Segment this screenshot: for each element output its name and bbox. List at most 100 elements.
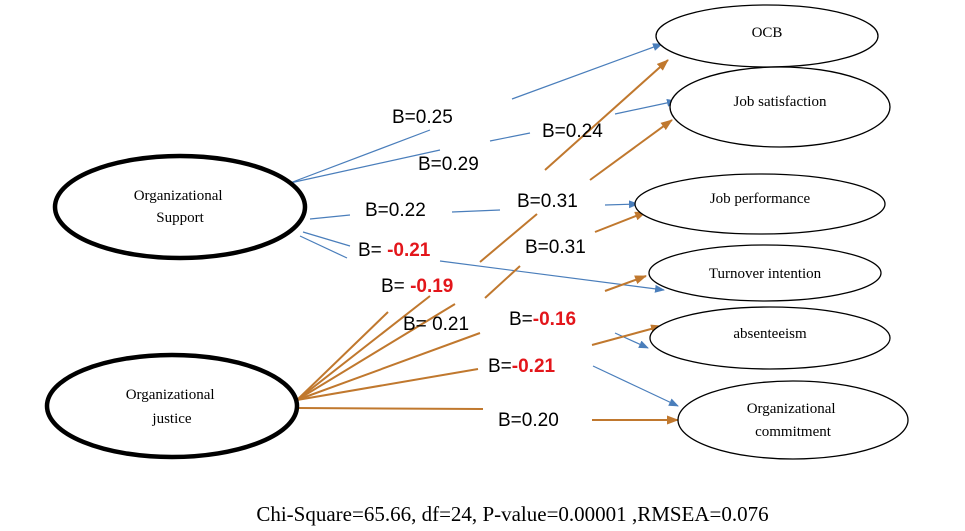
path-justice-turnover-b (604, 275, 647, 292)
path-support-jobsat-c (614, 98, 677, 115)
path-justice-jobsat-b (484, 265, 521, 299)
path-justice-ocb-b (479, 213, 538, 263)
coefficient-value: 0.22 (389, 200, 426, 221)
rmsea-stat: ,RMSEA=0.076 (631, 502, 769, 526)
coefficient-label: B=0.20 (498, 410, 559, 431)
path-justice-turnover-a (296, 332, 481, 401)
coefficient-value: 0.29 (442, 154, 479, 175)
node-absenteeism: absenteeism (649, 306, 891, 370)
node-absenteeism-shape (649, 306, 891, 370)
path-support-orgcommit (592, 365, 679, 407)
path-support-turnover-a (302, 231, 351, 247)
node-job-satisfaction: Job satisfaction (669, 66, 891, 148)
coefficient-label: B=0.29 (418, 154, 479, 175)
path-justice-ocb-a (296, 311, 389, 401)
node-organizational-support-line-1: Organizational (134, 188, 223, 204)
node-job-performance-shape (634, 173, 886, 235)
df-stat: df=24, (421, 502, 478, 526)
coefficient-prefix: B= (358, 240, 387, 261)
svg-text:absenteeism: absenteeism (733, 326, 807, 342)
coefficient-value: 0.20 (522, 410, 559, 431)
node-organizational-support-shape (52, 153, 308, 261)
coefficient-prefix: B= (517, 191, 541, 212)
coefficient-prefix: B= (381, 276, 410, 297)
svg-text:Job satisfaction: Job satisfaction (734, 94, 827, 110)
path-justice-orgcommit-a (296, 407, 484, 410)
path-support-jobsat-b (489, 132, 531, 142)
coefficient-prefix: B= (365, 200, 389, 221)
coefficient-label: B= -0.21 (358, 240, 431, 261)
justice-paths (296, 59, 679, 425)
node-ocb: OCB (655, 4, 879, 68)
path-justice-absent-b (591, 324, 663, 346)
coefficient-label: B=0.24 (542, 121, 603, 142)
node-absenteeism-label: absenteeism (733, 326, 807, 342)
path-justice-jobsat-c (589, 119, 673, 181)
path-coefficients: B=0.25 B=0.24 B=0.29 B=0.22 B=0.31 B=0.3… (358, 107, 603, 431)
coefficient-label: B= 0.21 (403, 314, 469, 335)
path-justice-jobperf-b (594, 211, 647, 233)
model-fit-statistics: Chi-Square=65.66, df=24, P-value=0.00001… (0, 502, 965, 527)
coefficient-value: 0.25 (416, 107, 453, 128)
node-organizational-commitment: Organizational commitment (677, 380, 909, 460)
svg-text:Organizational justice: Organizational justice (126, 387, 219, 427)
chi-square-stat: Chi-Square=65.66, (256, 502, 417, 526)
coefficient-value: -0.16 (533, 309, 576, 330)
path-support-ocb-a (289, 129, 431, 184)
coefficient-value: 0.31 (549, 237, 586, 258)
svg-text:Organizational commitmen: Organizational commitment (747, 401, 840, 440)
path-support-jobperf-a (309, 214, 351, 220)
coefficient-label: B=0.31 (525, 237, 586, 258)
coefficient-value: -0.19 (410, 276, 453, 297)
path-support-jobsat-a (289, 149, 441, 184)
node-organizational-justice-shape (44, 352, 300, 460)
coefficient-prefix: B= (509, 309, 533, 330)
node-organizational-commitment-shape (677, 380, 909, 460)
path-justice-ocb-c (544, 59, 669, 171)
node-turnover-intention-label: Turnover intention (709, 266, 822, 282)
node-job-satisfaction-label: Job satisfaction (734, 94, 827, 110)
node-organizational-justice-line-1: Organizational (126, 387, 215, 403)
coefficient-prefix: B= (488, 356, 512, 377)
coefficient-value: 0.21 (432, 314, 469, 335)
svg-text:OCB: OCB (752, 25, 783, 41)
coefficient-label: B=0.25 (392, 107, 453, 128)
coefficient-value: -0.21 (512, 356, 556, 377)
svg-text:Job performance: Job performance (710, 191, 811, 207)
svg-text:Turnover intention: Turnover intention (709, 266, 822, 282)
node-job-satisfaction-shape (669, 66, 891, 148)
coefficient-label: B= -0.19 (381, 276, 453, 297)
coefficient-label: B=-0.16 (509, 309, 576, 330)
node-organizational-commitment-line-2: commitment (755, 424, 832, 440)
coefficient-prefix: B= (542, 121, 566, 142)
coefficient-label: B=0.22 (365, 200, 426, 221)
path-support-ocb-b (511, 43, 663, 100)
coefficient-prefix: B= (418, 154, 442, 175)
path-support-absent-b (614, 332, 649, 349)
path-justice-absent-a (296, 368, 479, 401)
coefficient-value: 0.24 (566, 121, 603, 142)
path-support-turnover-b (439, 260, 665, 293)
coefficient-prefix: B= (525, 237, 549, 258)
node-organizational-justice-line-2: justice (151, 411, 191, 427)
coefficient-prefix: B= (498, 410, 522, 431)
node-job-performance: Job performance (634, 173, 886, 235)
node-turnover-intention-shape (648, 244, 882, 302)
coefficient-value: 0.31 (541, 191, 578, 212)
coefficient-label: B=0.31 (517, 191, 578, 212)
path-support-jobperf-c (604, 200, 639, 209)
support-paths (289, 43, 679, 407)
node-organizational-commitment-line-1: Organizational (747, 401, 836, 417)
node-organizational-justice: Organizational justice (44, 352, 300, 460)
p-value-stat: P-value=0.00001 (482, 502, 627, 526)
coefficient-label: B=-0.21 (488, 356, 556, 377)
node-job-performance-label: Job performance (710, 191, 811, 207)
path-support-jobperf-b (451, 209, 501, 213)
coefficient-value: -0.21 (387, 240, 431, 261)
svg-text:Organizational Support: Organizational Support (134, 188, 227, 226)
node-organizational-support-line-2: Support (156, 210, 204, 226)
coefficient-prefix: B= (403, 314, 432, 335)
node-organizational-support: Organizational Support (52, 153, 308, 261)
path-justice-jobsat-a (296, 295, 431, 401)
